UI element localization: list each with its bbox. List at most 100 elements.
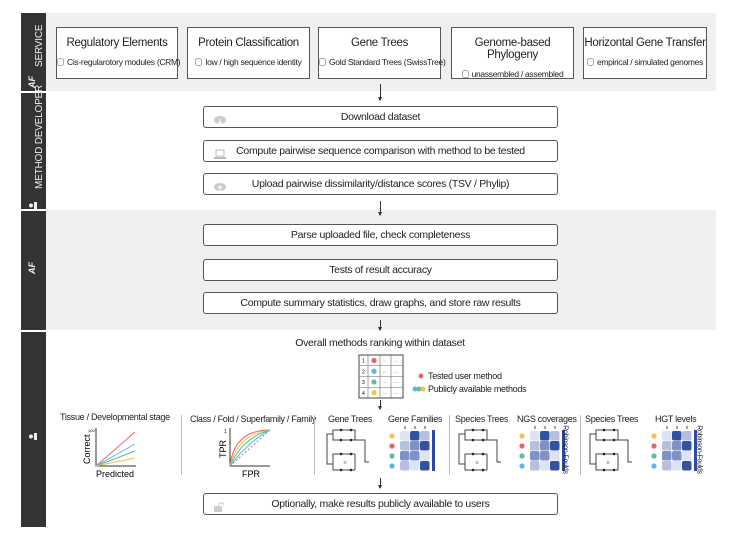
rank-number: 2 bbox=[362, 369, 365, 375]
panel-divider bbox=[580, 415, 581, 475]
curve-red bbox=[229, 429, 271, 467]
rank-method-dot bbox=[371, 368, 377, 374]
heatmap-cell bbox=[400, 451, 410, 461]
tissue-xlabel: Predicted bbox=[96, 469, 134, 479]
heatmap-cell bbox=[530, 451, 540, 461]
cloud-upload-icon bbox=[214, 179, 226, 191]
tree-node bbox=[481, 438, 485, 442]
unlock-icon bbox=[214, 499, 226, 512]
tree-node bbox=[339, 452, 343, 456]
tree-node bbox=[349, 428, 353, 432]
user-icon bbox=[29, 427, 38, 440]
heatmap-cell bbox=[672, 431, 682, 441]
service-hgt[interactable]: Horizontal Gene Transfer empirical / sim… bbox=[583, 27, 707, 79]
service-gene-trees[interactable]: Gene Trees Gold Standard Trees (SwissTre… bbox=[318, 27, 446, 79]
service-genome-phylogeny[interactable]: Genome-based Phylogeny unassembled / ass… bbox=[451, 27, 574, 79]
service-subtitle: unassembled / assembled bbox=[471, 69, 564, 79]
heatmap-cell bbox=[662, 431, 672, 441]
tree-node bbox=[481, 452, 485, 456]
heatmap-cell bbox=[400, 431, 410, 441]
heatmap-method-dot bbox=[651, 463, 657, 469]
cloud-download-icon bbox=[214, 112, 226, 125]
ngs-heatmap bbox=[519, 426, 565, 471]
download-dataset-step[interactable]: Download dataset bbox=[203, 106, 558, 128]
parse-file-step: Parse uploaded file, check completeness bbox=[203, 224, 558, 246]
class-roc-chart: 1 TPR FPR bbox=[218, 428, 271, 479]
heatmap-method-dot bbox=[651, 443, 657, 449]
heatmap-cell bbox=[410, 461, 420, 471]
heatmap-cell bbox=[672, 451, 682, 461]
heatmap-method-dot bbox=[389, 443, 395, 449]
service-protein-classification[interactable]: Protein Classification low / high sequen… bbox=[187, 27, 310, 79]
heatmap-cell bbox=[550, 431, 560, 441]
heatmap-cell bbox=[550, 451, 560, 461]
hgt-heatmap bbox=[651, 426, 697, 471]
service-title: Gene Trees bbox=[350, 37, 409, 49]
database-icon bbox=[195, 58, 203, 66]
heatmap-cell bbox=[420, 441, 430, 451]
heatmap-cell bbox=[682, 451, 692, 461]
ranking-table: 1......2......3......4...... bbox=[358, 354, 404, 399]
heatmap-scale-bar bbox=[432, 430, 435, 471]
tree-swap-mark: × bbox=[475, 460, 479, 467]
tree-node bbox=[339, 468, 343, 472]
species-tree-diagram: × bbox=[589, 428, 632, 472]
tissue-tick-max: 100 bbox=[88, 428, 95, 433]
heatmap-cell bbox=[400, 441, 410, 451]
heatmap-cell bbox=[540, 461, 550, 471]
legend-tested-dot bbox=[418, 373, 424, 379]
heatmap-cell bbox=[550, 461, 560, 471]
sidebar-method-developer: METHOD DEVELOPER bbox=[21, 85, 46, 209]
tree-node bbox=[481, 428, 485, 432]
flow-arrow bbox=[378, 320, 382, 331]
sidebar-user bbox=[21, 332, 46, 527]
heatmap-method-dot bbox=[519, 463, 525, 469]
heatmap-method-dot bbox=[519, 443, 525, 449]
heatmap-cell bbox=[662, 461, 672, 471]
rank-placeholder: ... bbox=[394, 368, 398, 374]
step-label: Upload pairwise dissimilarity/distance s… bbox=[251, 178, 510, 190]
heatmap-scale-bar bbox=[694, 430, 697, 471]
panel-divider bbox=[449, 415, 450, 475]
tree-branch bbox=[458, 429, 501, 471]
heatmap-cell bbox=[540, 451, 550, 461]
roc-ylabel: TPR bbox=[218, 439, 228, 458]
curve-green bbox=[229, 429, 271, 467]
sidebar-af: AF bbox=[21, 211, 46, 330]
tree-node bbox=[339, 428, 343, 432]
tissue-chart: 100 Correct Predicted bbox=[82, 428, 136, 479]
tree-branch bbox=[589, 429, 632, 471]
heatmap-method-dot bbox=[519, 453, 525, 459]
accuracy-tests-step: Tests of result accuracy bbox=[203, 259, 558, 281]
panel-divider bbox=[314, 415, 315, 475]
af-logo-icon: AF bbox=[27, 262, 37, 274]
legend-public-dots bbox=[412, 386, 426, 392]
publish-results-step[interactable]: Optionally, make results publicly availa… bbox=[203, 493, 558, 515]
sidebar-service: SERVICE AF bbox=[21, 13, 46, 91]
tree-node bbox=[602, 468, 606, 472]
service-subtitle: Cis-regularotory modules (CRM) bbox=[67, 57, 181, 67]
legend-tested: Tested user method bbox=[428, 371, 502, 381]
gene-families-heatmap bbox=[389, 426, 435, 471]
tree-node bbox=[602, 438, 606, 442]
compute-step[interactable]: Compute pairwise sequence comparison wit… bbox=[203, 140, 558, 162]
upload-scores-step[interactable]: Upload pairwise dissimilarity/distance s… bbox=[203, 173, 558, 195]
method-developer-label: METHOD DEVELOPER bbox=[33, 84, 45, 189]
tree-node bbox=[481, 468, 485, 472]
heatmap-cell bbox=[530, 441, 540, 451]
tree-node bbox=[612, 468, 616, 472]
rank-placeholder: ... bbox=[394, 358, 398, 364]
line-red bbox=[95, 431, 136, 467]
heatmap-cell bbox=[550, 441, 560, 451]
heatmap-cell bbox=[530, 461, 540, 471]
service-regulatory-elements[interactable]: Regulatory Elements Cis-regularotory mod… bbox=[56, 27, 181, 79]
ranking-title: Overall methods ranking within dataset bbox=[295, 337, 465, 349]
tree-node bbox=[602, 452, 606, 456]
tree-node bbox=[349, 438, 353, 442]
class-title: Class / Fold / Superfamily / Family bbox=[190, 414, 317, 424]
heatmap-cell bbox=[682, 441, 692, 451]
tree-node bbox=[471, 428, 475, 432]
rank-number: 4 bbox=[362, 391, 365, 397]
tree-node bbox=[339, 438, 343, 442]
rank-placeholder: ... bbox=[383, 358, 387, 364]
